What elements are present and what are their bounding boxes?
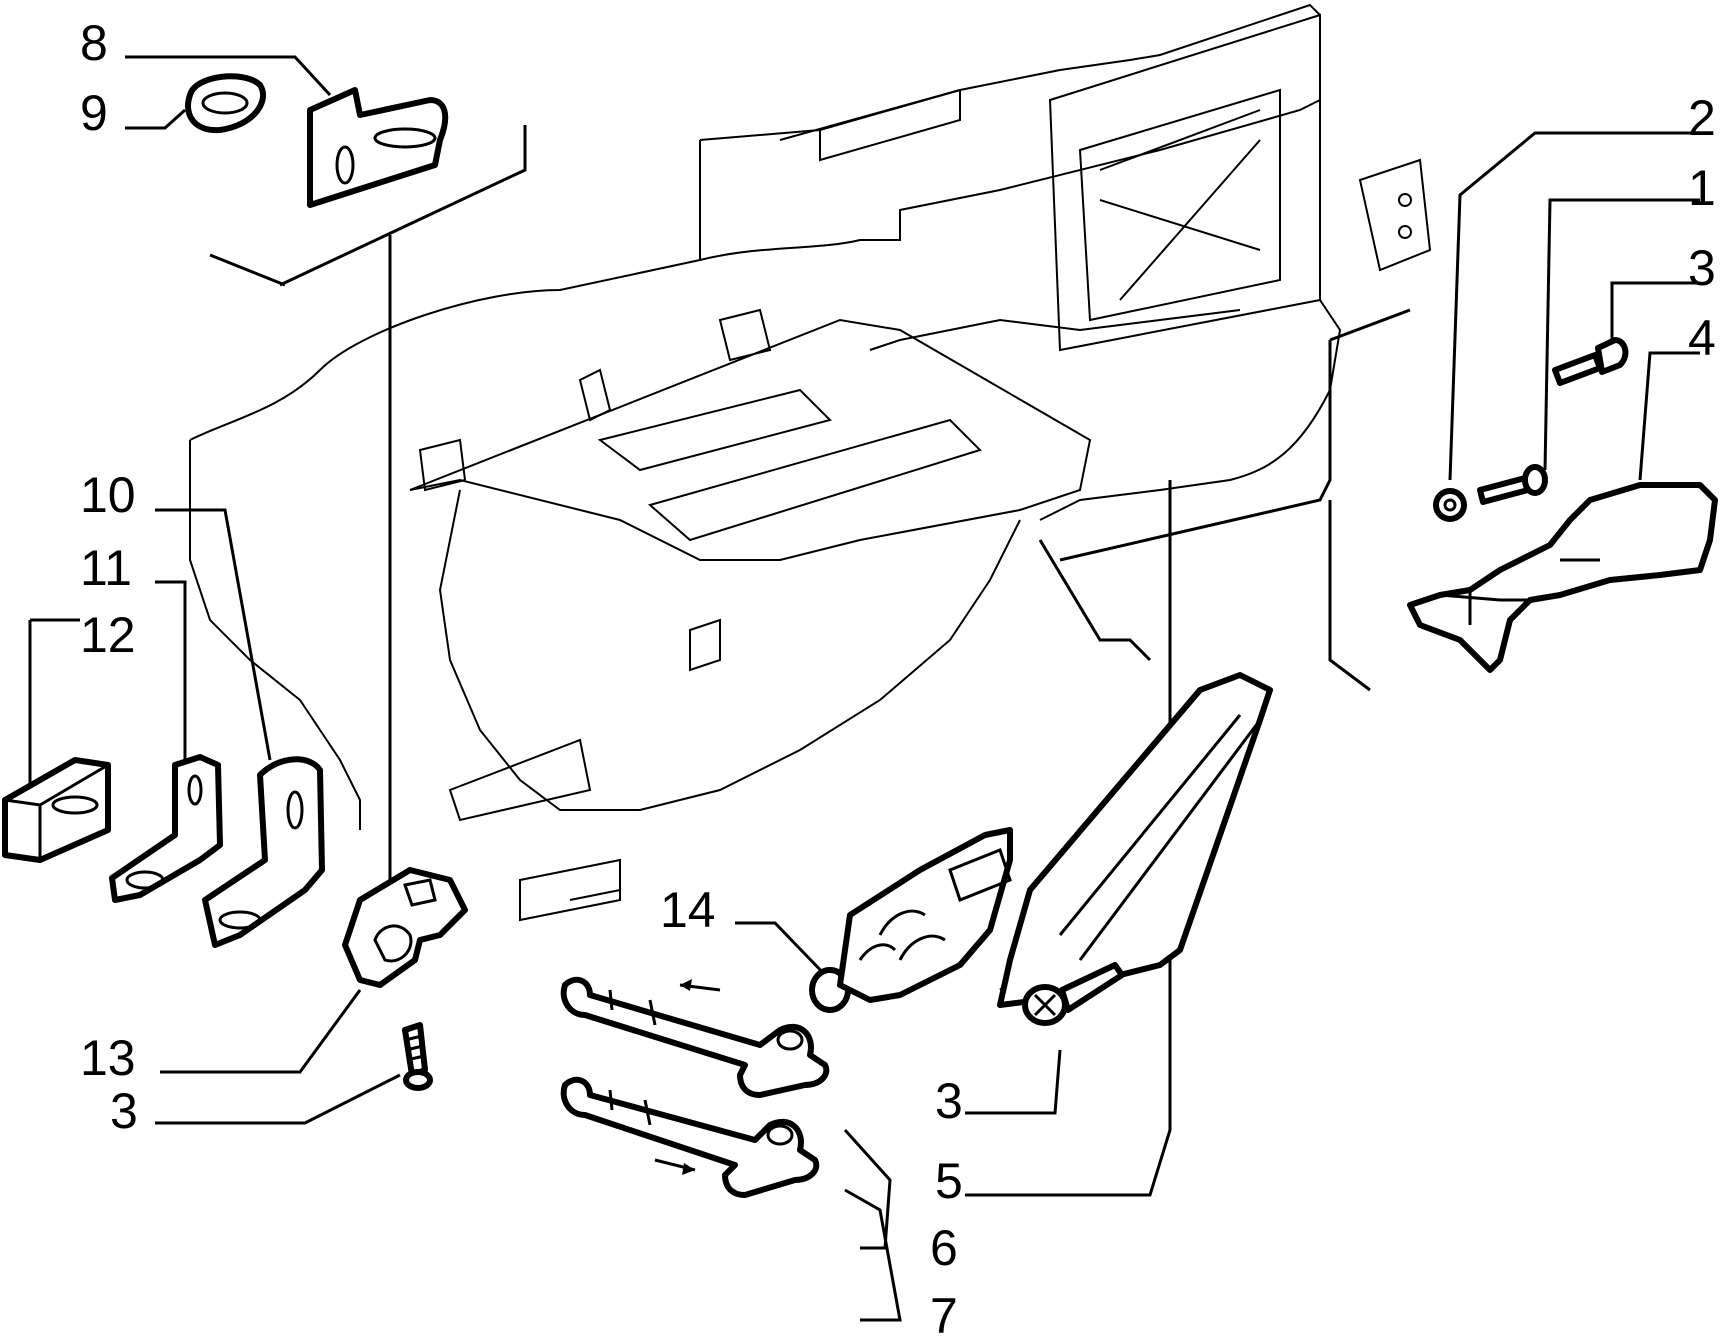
flow-arrows xyxy=(654,979,721,1175)
clip-part-13 xyxy=(342,867,468,988)
part-labels: 8 9 10 11 12 13 3 14 3 5 6 7 2 1 3 4 xyxy=(80,15,1716,1337)
label-5: 5 xyxy=(935,1153,963,1209)
label-11: 11 xyxy=(80,540,132,596)
label-3-center: 3 xyxy=(935,1073,963,1129)
label-8: 8 xyxy=(80,15,108,71)
label-7: 7 xyxy=(930,1288,958,1337)
heater-lower-box xyxy=(409,318,1092,922)
bracket-part-8 xyxy=(307,87,449,208)
block-part-12 xyxy=(2,757,111,863)
screw-part-3-center xyxy=(1022,962,1125,1026)
screw-part-1 xyxy=(1477,464,1548,505)
label-13: 13 xyxy=(80,1030,136,1086)
bracket-part-11 xyxy=(109,754,223,903)
label-9: 9 xyxy=(80,85,108,141)
screw-part-3-top xyxy=(1552,337,1629,386)
pipe-part-7 xyxy=(560,1076,820,1198)
label-4: 4 xyxy=(1688,310,1716,366)
label-6: 6 xyxy=(930,1220,958,1276)
label-3-top-right: 3 xyxy=(1688,240,1716,296)
label-12: 12 xyxy=(80,607,136,663)
bracket-part-4 xyxy=(1407,482,1718,673)
label-10: 10 xyxy=(80,467,136,523)
heater-housing xyxy=(189,3,1432,830)
heater-core-part-5 xyxy=(837,672,1273,1008)
grommet-part-9 xyxy=(185,73,267,134)
label-1: 1 xyxy=(1688,160,1716,216)
label-3-lower-left: 3 xyxy=(110,1083,138,1139)
pipe-part-6 xyxy=(560,976,830,1098)
bracket-part-10 xyxy=(202,756,325,948)
label-2: 2 xyxy=(1688,90,1716,146)
screw-part-3-lower xyxy=(402,1022,433,1091)
leader-lines xyxy=(28,55,1700,1322)
washer-part-2 xyxy=(1433,488,1467,522)
label-14: 14 xyxy=(660,882,716,938)
